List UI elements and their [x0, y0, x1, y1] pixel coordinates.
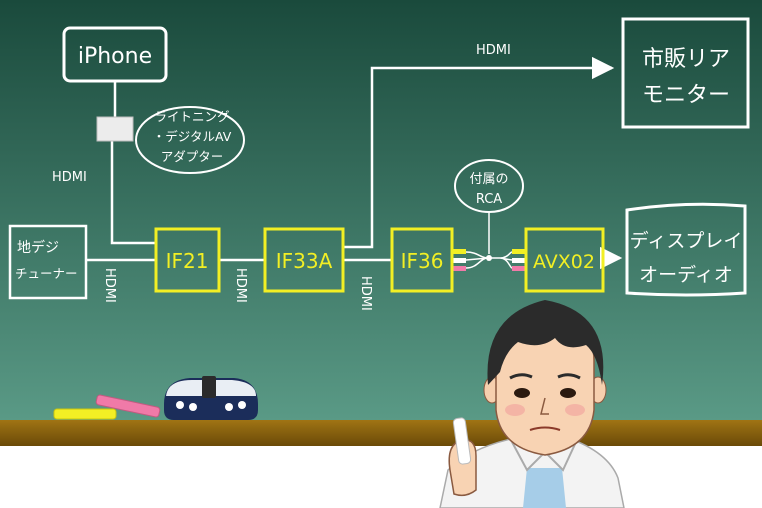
- rca-plug-pink-right: [512, 266, 526, 271]
- rca-plug-yellow-left: [452, 249, 466, 254]
- rca-note-ellipse: [454, 159, 524, 213]
- avx02-box: [524, 227, 605, 293]
- teacher-nose: [540, 397, 549, 415]
- rca-note-line-1: 付属の: [469, 172, 508, 187]
- if21-label: IF21: [166, 249, 209, 273]
- floor: [0, 446, 762, 508]
- board-ledge: [0, 420, 762, 446]
- adapter-to-if21-line: [110, 141, 156, 245]
- teacher-brow: [509, 373, 533, 380]
- rear-monitor-node: 市販リア モニター: [621, 17, 750, 129]
- hdmi-label-if33a-if36: HDMI: [358, 276, 373, 311]
- device-avx02: AVX02: [524, 227, 605, 293]
- adapter-label-2: ・デジタルAV: [153, 129, 232, 144]
- iphone-node: iPhone: [62, 26, 168, 83]
- teacher-cheek: [505, 404, 525, 416]
- tuner-node: 地デジ チューナー: [8, 224, 88, 300]
- if36-label: IF36: [401, 249, 444, 273]
- teacher-illustration: [439, 300, 625, 508]
- rca-note-line-2: RCA: [476, 192, 502, 207]
- if33a-box: [263, 227, 345, 293]
- blackboard: [0, 0, 762, 422]
- eraser-slot: [202, 376, 216, 398]
- if21-box: [154, 227, 221, 293]
- teacher-shirt: [523, 468, 566, 508]
- display-audio-label-2: オーディオ: [639, 264, 733, 286]
- hdmi-label-iphone: HDMI: [52, 170, 87, 185]
- teacher-hair: [487, 300, 604, 385]
- adapter-icon: [96, 116, 134, 142]
- avx02-label: AVX02: [533, 251, 595, 273]
- iphone-label: iPhone: [78, 44, 152, 69]
- rca-cable: [465, 251, 513, 269]
- device-if33a: IF33A: [263, 227, 345, 293]
- rca-plug-white-left: [452, 258, 466, 263]
- iphone-box: [62, 26, 168, 83]
- teacher-mouth: [529, 426, 561, 431]
- hdmi-label-tuner: HDMI: [102, 268, 117, 303]
- rca-note: 付属の RCA: [454, 159, 524, 213]
- connections: [86, 56, 623, 270]
- hdmi-label-if21-if33a: HDMI: [233, 268, 248, 303]
- board-eraser: [164, 376, 258, 420]
- teacher-chalk: [452, 417, 472, 465]
- pink-chalk: [95, 394, 161, 418]
- adapter-label-3: アダプター: [161, 149, 224, 164]
- rca-plug-pink-left: [452, 266, 466, 271]
- adapter-callout-ellipse: [135, 106, 245, 174]
- display-audio-box: [625, 202, 747, 297]
- tuner-box: [8, 224, 88, 300]
- display-audio-label-1: ディスプレイ: [630, 230, 743, 252]
- if36-box: [390, 227, 454, 293]
- hdmi-label-monitor: HDMI: [476, 43, 511, 58]
- rca-plug-yellow-right: [512, 249, 526, 254]
- display-audio-node: ディスプレイ オーディオ: [625, 202, 747, 297]
- device-if36: IF36: [390, 227, 454, 293]
- rca-plug-white-right: [512, 258, 526, 263]
- eraser-dot: [238, 401, 246, 409]
- rear-monitor-box: [621, 17, 750, 129]
- eraser-dot: [176, 401, 184, 409]
- if33a-label: IF33A: [276, 249, 333, 273]
- rca-cables: [452, 212, 526, 271]
- tuner-label-2: チューナー: [15, 266, 78, 281]
- teacher-eye: [514, 388, 530, 398]
- yellow-chalk: [53, 408, 117, 420]
- teacher-cheek: [565, 404, 585, 416]
- rca-junction-dot: [486, 255, 492, 261]
- adapter-node: ライトニング ・デジタルAV アダプター: [96, 106, 245, 174]
- eraser-dot: [225, 403, 233, 411]
- teacher-eye: [560, 388, 576, 398]
- device-if21: IF21: [154, 227, 221, 293]
- chalk-pieces: [53, 394, 161, 420]
- eraser-dot: [189, 403, 197, 411]
- if33a-to-monitor-line: [343, 56, 615, 249]
- adapter-label-1: ライトニング: [154, 109, 229, 124]
- tuner-label-1: 地デジ: [17, 239, 59, 256]
- teacher-brow: [557, 373, 581, 380]
- rear-monitor-label-1: 市販リア: [642, 47, 730, 72]
- rear-monitor-label-2: モニター: [642, 83, 730, 108]
